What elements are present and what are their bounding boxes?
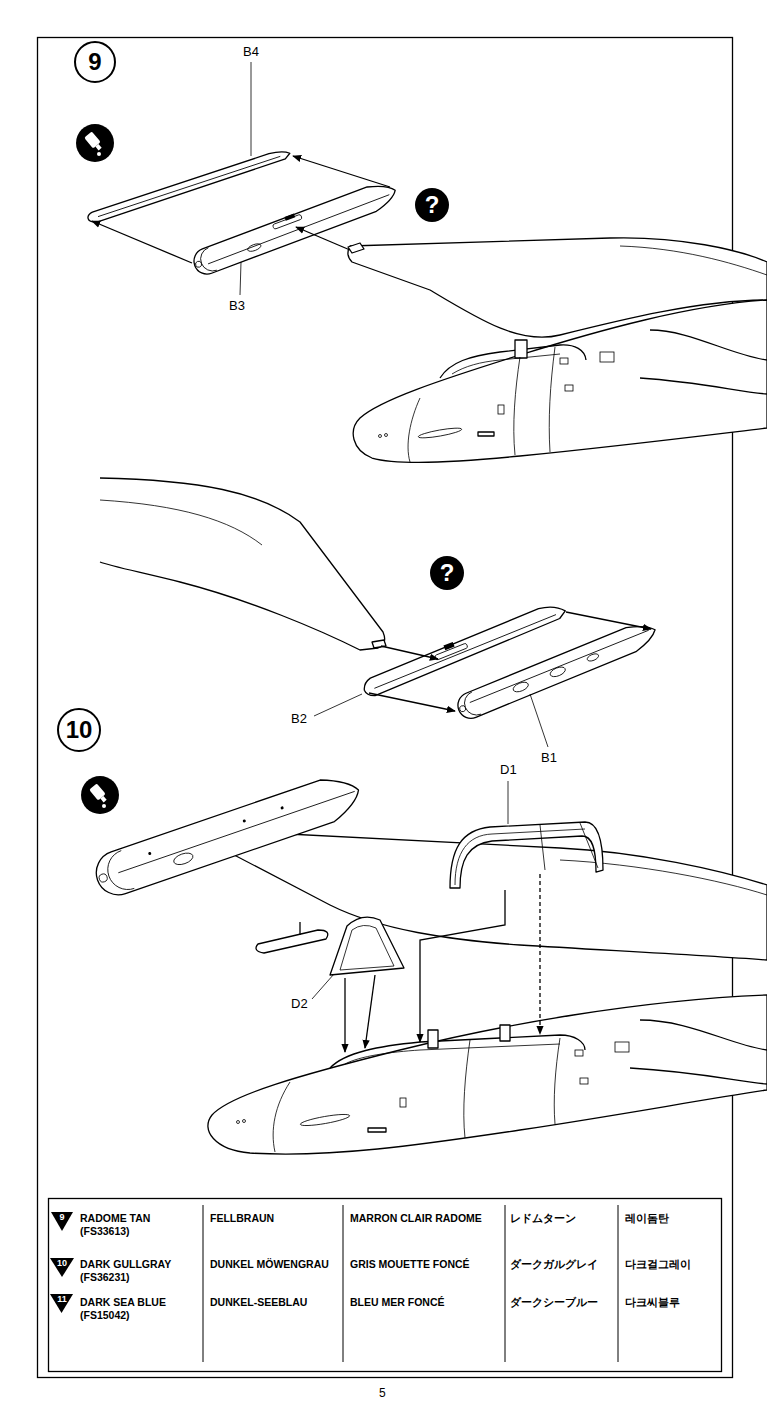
tip-tank-B1 <box>454 618 660 723</box>
node-text: 10 <box>66 718 93 742</box>
label-text: MARRON CLAIR RADOME <box>350 1212 482 1224</box>
label-text: D1 <box>500 762 517 777</box>
label-text: B4 <box>243 44 259 59</box>
label-text: DUNKEL MÖWENGRAU <box>210 1258 329 1270</box>
node-text: 9 <box>88 50 101 74</box>
paint-number: 9 <box>51 1212 73 1231</box>
tip-tank-B3 <box>190 177 400 278</box>
label-text: D2 <box>291 996 308 1011</box>
label-text: B3 <box>229 298 245 313</box>
part-number: B4 <box>243 44 259 60</box>
color-table-cell: ダークガルグレイ <box>510 1258 614 1271</box>
label-text: GRIS MOUETTE FONCÉ <box>350 1258 470 1270</box>
color-table-cell: DARK SEA BLUE (FS15042) <box>80 1296 196 1321</box>
label-text: RADOME TAN (FS33613) <box>80 1212 150 1237</box>
color-table-cell: 레이돔탄 <box>625 1212 717 1225</box>
label-text: レドムターン <box>510 1212 576 1224</box>
label-text: 다크걸그레이 <box>625 1258 691 1270</box>
left-wing <box>100 478 386 650</box>
color-table-cell: 다크씨블루 <box>625 1296 717 1309</box>
tip-tank <box>90 769 365 900</box>
label-text: DARK SEA BLUE (FS15042) <box>80 1296 166 1321</box>
label-text: FELLBRAUN <box>210 1212 274 1224</box>
node-text: ? <box>440 561 455 585</box>
step-number: 10 <box>57 708 101 752</box>
check-symbol: ? <box>430 556 464 590</box>
part-number: B3 <box>229 298 245 314</box>
label-text: ダークガルグレイ <box>510 1258 598 1270</box>
color-table-cell: FELLBRAUN <box>210 1212 338 1225</box>
label-text: DARK GULLGRAY (FS36231) <box>80 1258 171 1283</box>
node-text: 9 <box>59 1213 64 1222</box>
tank-half-B4 <box>86 148 291 225</box>
label-text: 5 <box>379 1386 386 1400</box>
part-number: B1 <box>541 750 557 766</box>
fuselage <box>353 300 767 462</box>
color-table-cell: DUNKEL MÖWENGRAU <box>210 1258 338 1271</box>
part-number: D2 <box>291 996 308 1012</box>
color-table-cell: MARRON CLAIR RADOME <box>350 1212 500 1225</box>
label-text: B1 <box>541 750 557 765</box>
color-table-cell: BLEU MER FONCÉ <box>350 1296 500 1309</box>
label-text: 다크씨블루 <box>625 1296 680 1308</box>
label-text: ダークシーブルー <box>510 1296 598 1308</box>
node-text: 10 <box>57 1259 67 1268</box>
check-symbol: ? <box>415 188 449 222</box>
node-text: 11 <box>57 1295 67 1304</box>
node-text: ? <box>425 193 440 217</box>
paint-number: 10 <box>50 1258 74 1277</box>
page-number: 5 <box>379 1386 386 1400</box>
label-text: BLEU MER FONCÉ <box>350 1296 445 1308</box>
color-table-cell: GRIS MOUETTE FONCÉ <box>350 1258 500 1271</box>
color-table-cell: RADOME TAN (FS33613) <box>80 1212 196 1237</box>
label-text: 레이돔탄 <box>625 1212 669 1224</box>
wing-and-fuselage <box>208 830 767 1154</box>
color-table-cell: DUNKEL-SEEBLAU <box>210 1296 338 1309</box>
part-number: B2 <box>291 711 307 727</box>
label-text: DUNKEL-SEEBLAU <box>210 1296 307 1308</box>
color-table-cell: ダークシーブルー <box>510 1296 614 1309</box>
paint-number: 11 <box>50 1294 73 1313</box>
cement-icon <box>76 124 114 162</box>
color-table <box>49 1199 722 1372</box>
canopy-D1 <box>450 822 603 888</box>
color-table-cell: DARK GULLGRAY (FS36231) <box>80 1258 196 1283</box>
cement-icon <box>81 776 119 814</box>
label-text: B2 <box>291 711 307 726</box>
part-number: D1 <box>500 762 517 778</box>
color-table-cell: レドムターン <box>510 1212 614 1225</box>
windscreen-D2 <box>330 917 404 975</box>
step-number: 9 <box>74 41 116 83</box>
color-table-cell: 다크걸그레이 <box>625 1258 717 1271</box>
